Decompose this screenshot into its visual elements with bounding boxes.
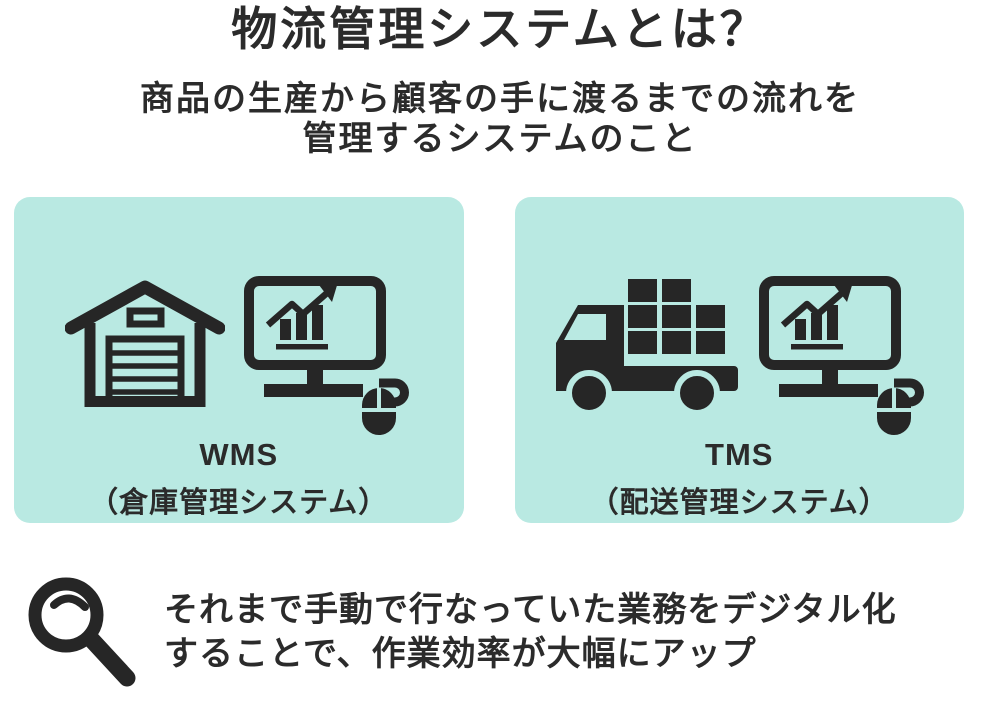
tms-abbr-label: TMS <box>705 437 774 472</box>
truck-icon <box>556 279 739 416</box>
footer-line-1: それまで手動で行なっていた業務をデジタル化 <box>164 591 897 629</box>
footer-text: それまで手動で行なっていた業務をデジタル化 することで、作業効率が大幅にアップ <box>164 588 897 676</box>
monitor-chart-icon <box>759 276 925 435</box>
system-cards: WMS （倉庫管理システム） <box>14 197 964 523</box>
wms-full-name-label: （倉庫管理システム） <box>89 487 389 519</box>
mouse-icon <box>359 378 409 435</box>
monitor-chart-icon <box>243 276 409 435</box>
tms-card: TMS （配送管理システム） <box>514 197 964 523</box>
tms-full-name-label: （配送管理システム） <box>589 487 889 519</box>
page-title: 物流管理システムとは？ <box>231 3 769 55</box>
tms-icon-row <box>550 276 928 438</box>
warehouse-icon <box>64 280 225 407</box>
footer-line-2: することで、作業効率が大幅にアップ <box>164 635 757 673</box>
wms-abbr-label: WMS <box>199 437 279 472</box>
subtitle-line-1: 商品の生産から顧客の手に渡るまでの流れを <box>140 80 860 118</box>
wms-card: WMS （倉庫管理システム） <box>14 197 464 523</box>
mouse-icon <box>875 378 925 435</box>
wms-icon-row <box>64 276 413 438</box>
footer-note: それまで手動で行なっていた業務をデジタル化 することで、作業効率が大幅にアップ <box>0 573 1000 691</box>
page-subtitle: 商品の生産から顧客の手に渡るまでの流れを 管理するシステムのこと <box>0 79 1000 159</box>
subtitle-line-2: 管理するシステムのこと <box>302 120 698 158</box>
magnifier-icon <box>28 577 136 687</box>
